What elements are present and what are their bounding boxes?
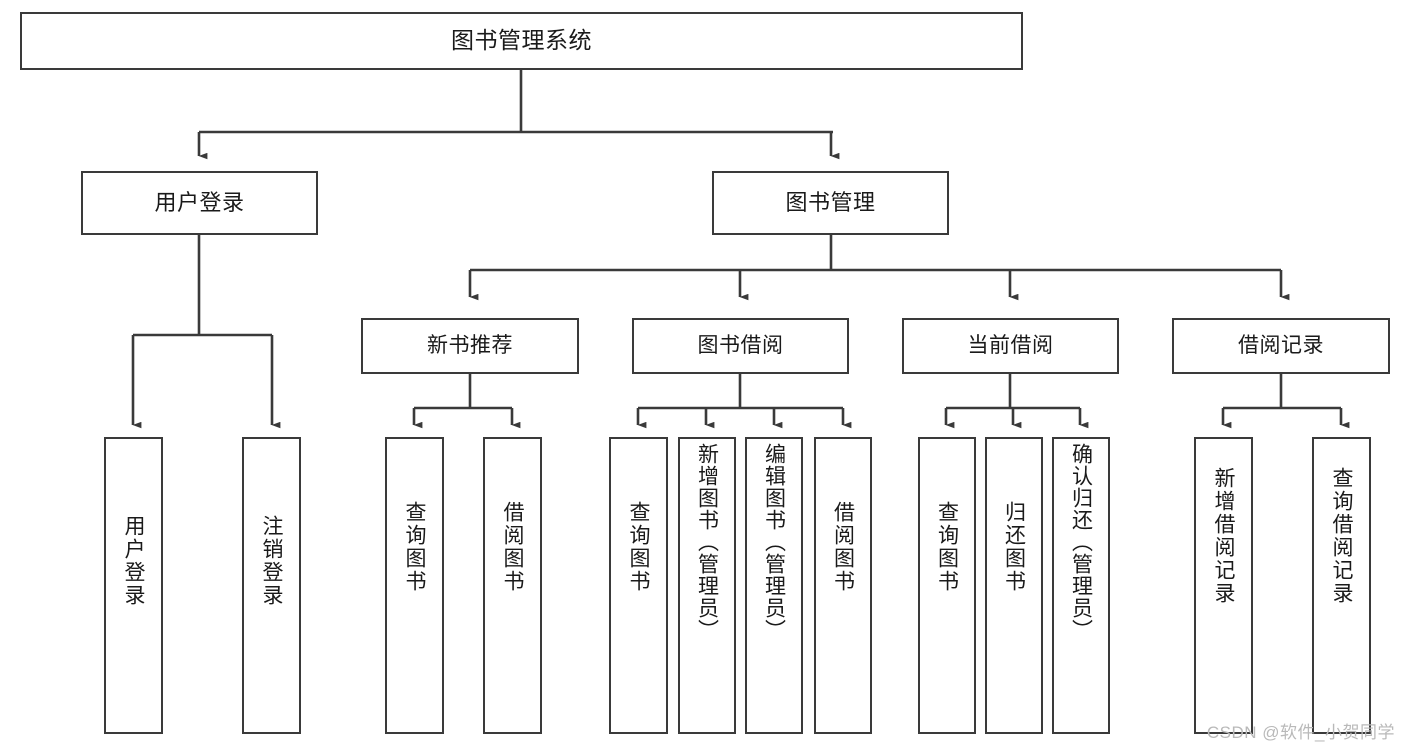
node-leaf-borrow-book-2[interactable]: 借阅图书 [814, 437, 872, 734]
node-leaf-confirm-return[interactable]: 确认归还（管理员） [1052, 437, 1110, 734]
node-root-system[interactable]: 图书管理系统 [20, 12, 1023, 70]
node-leaf-borrow-book-1-label: 借阅图书 [501, 501, 525, 593]
node-leaf-query-book-2-label: 查询图书 [627, 501, 651, 593]
node-leaf-query-book-1-label: 查询图书 [403, 501, 427, 593]
node-leaf-query-record-label: 查询借阅记录 [1330, 467, 1354, 605]
node-leaf-return-book-label: 归还图书 [1002, 501, 1026, 593]
node-leaf-confirm-return-label: 确认归还（管理员） [1069, 443, 1093, 641]
node-leaf-user-login[interactable]: 用户登录 [104, 437, 163, 734]
node-user-login-label: 用户登录 [154, 190, 245, 216]
node-leaf-query-record[interactable]: 查询借阅记录 [1312, 437, 1371, 734]
node-leaf-add-book-label: 新增图书（管理员） [695, 443, 719, 641]
node-leaf-logout-login-label: 注销登录 [260, 515, 284, 607]
node-current-borrow-label: 当前借阅 [967, 333, 1054, 357]
node-root-system-label: 图书管理系统 [451, 27, 592, 54]
node-leaf-borrow-book-1[interactable]: 借阅图书 [483, 437, 542, 734]
node-leaf-borrow-book-2-label: 借阅图书 [831, 501, 855, 593]
node-borrow-record-label: 借阅记录 [1238, 333, 1324, 357]
node-leaf-add-record-label: 新增借阅记录 [1212, 467, 1236, 605]
node-leaf-query-book-1[interactable]: 查询图书 [385, 437, 444, 734]
node-new-book-recommend-label: 新书推荐 [427, 333, 513, 357]
node-book-borrow[interactable]: 图书借阅 [632, 318, 849, 374]
csdn-watermark: CSDN @软件_小贺同学 [1206, 723, 1395, 742]
node-leaf-return-book[interactable]: 归还图书 [985, 437, 1043, 734]
node-new-book-recommend[interactable]: 新书推荐 [361, 318, 579, 374]
node-leaf-query-book-3-label: 查询图书 [935, 501, 959, 593]
node-book-manage[interactable]: 图书管理 [712, 171, 949, 235]
node-book-borrow-label: 图书借阅 [697, 333, 784, 357]
node-leaf-query-book-3[interactable]: 查询图书 [918, 437, 976, 734]
node-borrow-record[interactable]: 借阅记录 [1172, 318, 1390, 374]
node-user-login[interactable]: 用户登录 [81, 171, 318, 235]
node-leaf-edit-book-label: 编辑图书（管理员） [762, 443, 786, 641]
node-leaf-add-book[interactable]: 新增图书（管理员） [678, 437, 736, 734]
node-leaf-user-login-label: 用户登录 [122, 515, 146, 607]
node-leaf-edit-book[interactable]: 编辑图书（管理员） [745, 437, 803, 734]
node-leaf-logout-login[interactable]: 注销登录 [242, 437, 301, 734]
node-current-borrow[interactable]: 当前借阅 [902, 318, 1119, 374]
node-leaf-add-record[interactable]: 新增借阅记录 [1194, 437, 1253, 734]
node-leaf-query-book-2[interactable]: 查询图书 [609, 437, 668, 734]
node-book-manage-label: 图书管理 [785, 190, 876, 216]
